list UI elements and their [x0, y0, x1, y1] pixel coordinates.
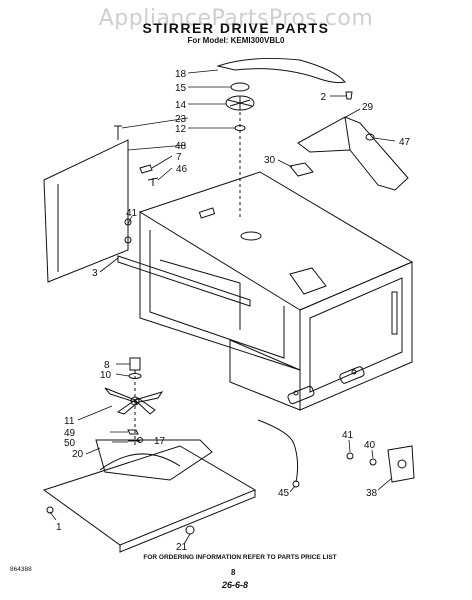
- diagram-id: 864388: [10, 566, 32, 573]
- callout-label: 45: [278, 488, 290, 499]
- callout-label: 18: [175, 69, 187, 80]
- bracket-38: [387, 445, 415, 483]
- connector-a: [287, 385, 315, 405]
- right-vent: [391, 291, 398, 335]
- bushing-47: [365, 133, 375, 141]
- spacer-block: [289, 162, 314, 177]
- cavity-base: [229, 339, 301, 411]
- callout-label: 50: [64, 438, 76, 449]
- ordering-instruction: FOR ORDERING INFORMATION REFER TO PARTS …: [143, 554, 337, 561]
- screw-2: [345, 91, 353, 100]
- callout-label: 29: [362, 102, 374, 113]
- callout-label: 10: [100, 370, 112, 381]
- drive-belt: [216, 57, 346, 84]
- callout-label: 23: [175, 114, 187, 125]
- sensor-45: [292, 480, 300, 488]
- sensor-lead: [257, 419, 299, 483]
- foot-21: [185, 525, 195, 535]
- nut-41: [346, 452, 354, 460]
- stirrer-hub: [230, 82, 250, 92]
- callout-label: 2: [320, 92, 326, 103]
- callout-label: 17: [154, 436, 166, 447]
- callout-label: 7: [176, 152, 182, 163]
- cavity-front-frame: [139, 212, 301, 371]
- diagram-title: STIRRER DRIVE PARTS: [142, 20, 330, 36]
- motor-8: [129, 357, 141, 371]
- page-number: 8: [231, 568, 236, 577]
- callout-label: 11: [64, 416, 75, 427]
- callout-label: 20: [72, 449, 84, 460]
- callout-label: 21: [176, 542, 188, 553]
- handwritten-note: 26-6-8: [222, 580, 249, 590]
- trim-strip: [117, 255, 251, 307]
- connector-b: [339, 366, 365, 384]
- callout-label: 41: [342, 430, 354, 441]
- cavity-top: [138, 171, 414, 311]
- callout-label: 47: [399, 137, 411, 148]
- fastener-7: [139, 164, 153, 174]
- watermark: AppliancePartsPros.com: [98, 6, 374, 31]
- stirrer-opening: [240, 231, 262, 241]
- stirrer-pulley: [225, 95, 255, 111]
- nut-49: [127, 429, 139, 435]
- waveguide-cover: [289, 267, 327, 295]
- air-duct: [95, 439, 213, 481]
- callout-label: 12: [175, 124, 187, 135]
- callout-label: 14: [175, 100, 187, 111]
- stirrer-fan-blade: [104, 387, 164, 415]
- callout-label: 1: [56, 522, 62, 533]
- callout-label: 49: [64, 428, 76, 439]
- model-subtitle: For Model: KEMI300VBL0: [187, 36, 285, 45]
- bottom-plate: [42, 445, 257, 546]
- top-vent: [198, 207, 216, 219]
- callout-label: 40: [364, 440, 376, 451]
- screw-23: [114, 125, 122, 140]
- callout-label: 30: [264, 155, 276, 166]
- callout-label: 15: [175, 83, 187, 94]
- washer-40: [369, 458, 377, 466]
- callout-label: 8: [104, 360, 110, 371]
- callout-label: 3: [92, 268, 98, 279]
- cavity-right-side: [299, 261, 413, 411]
- callout-label: 38: [366, 488, 378, 499]
- callout-label: 41: [126, 208, 138, 219]
- callout-label: 46: [176, 164, 188, 175]
- motor-bracket: [297, 116, 409, 191]
- callout-label: 48: [175, 141, 187, 152]
- side-panel: [43, 139, 129, 283]
- fastener-46: [147, 177, 159, 186]
